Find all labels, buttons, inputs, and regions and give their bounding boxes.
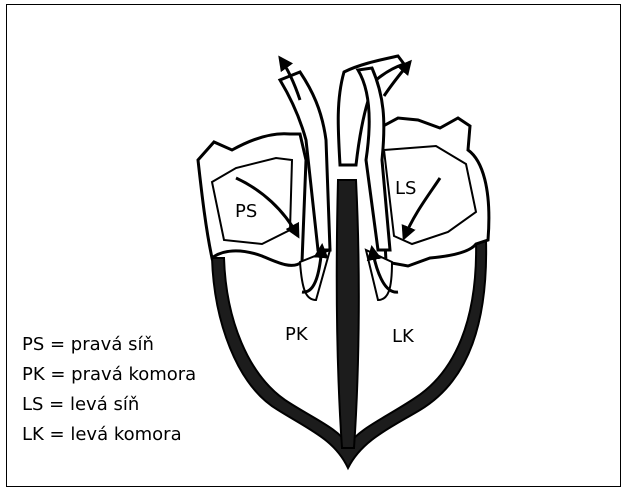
legend-item-ps: PS = pravá síň [22,334,196,364]
legend-item-ls: LS = levá síň [22,394,196,424]
legend-item-lk: LK = levá komora [22,424,196,454]
label-pk: PK [285,326,308,344]
septum [337,180,359,448]
legend-item-pk: PK = pravá komora [22,364,196,394]
legend: PS = pravá síň PK = pravá komora LS = le… [22,334,196,454]
label-lk: LK [392,328,414,346]
label-ls: LS [395,180,416,198]
label-ps: PS [235,203,257,221]
